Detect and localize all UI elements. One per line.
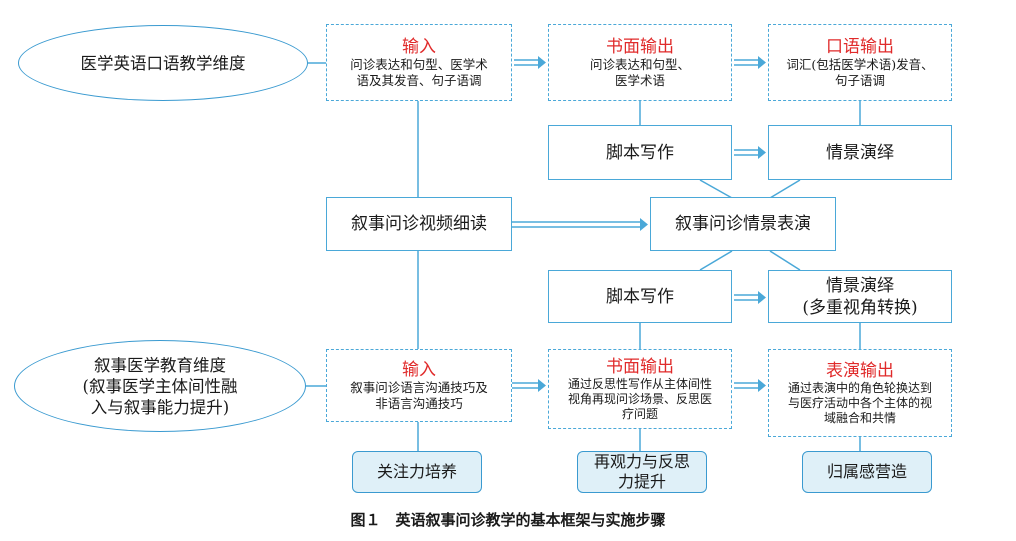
top-input-box: 输入 问诊表达和句型、医学术 语及其发音、句子语调	[326, 24, 512, 101]
upper-script-box: 脚本写作	[548, 125, 732, 180]
lower-script-label: 脚本写作	[606, 286, 674, 307]
outcome-attention-pill: 关注力培养	[352, 451, 482, 493]
video-reading-box: 叙事问诊视频细读	[326, 197, 512, 251]
arrow-reading-to-performance	[512, 218, 648, 231]
top-oral-title: 口语输出	[826, 36, 894, 57]
lower-scene-box: 情景演绎 (多重视角转换)	[768, 270, 952, 323]
bottom-input-box: 输入 叙事问诊语言沟通技巧及 非语言沟通技巧	[326, 349, 512, 422]
line-scene-top-to-performance	[769, 179, 801, 199]
lower-script-box: 脚本写作	[548, 270, 732, 323]
top-oral-text: 词汇(包括医学术语)发音、 句子语调	[786, 56, 934, 88]
dimension-medical-english-label: 医学英语口语教学维度	[80, 53, 246, 73]
arrow-script-to-scene-top	[734, 146, 766, 159]
top-input-text: 问诊表达和句型、医学术 语及其发音、句子语调	[350, 56, 488, 88]
dimension-medical-english-ellipse: 医学英语口语教学维度	[18, 25, 308, 101]
arrow-script-to-scene-bottom	[734, 291, 766, 304]
bottom-performance-text: 通过表演中的角色轮换达到 与医疗活动中各个主体的视 域融合和共情	[787, 380, 932, 425]
outcome-reflection-label: 再观力与反思 力提升	[593, 452, 690, 491]
upper-scene-label: 情景演绎	[826, 142, 894, 163]
bottom-performance-title: 表演输出	[826, 360, 894, 381]
outcome-belonging-pill: 归属感营造	[802, 451, 932, 493]
figure-caption: 图１ 英语叙事问诊教学的基本框架与实施步骤	[350, 511, 666, 529]
dimension-narrative-ellipse: 叙事医学教育维度 (叙事医学主体间性融 入与叙事能力提升)	[14, 340, 306, 432]
outcome-reflection-pill: 再观力与反思 力提升	[577, 451, 707, 493]
outcome-belonging-label: 归属感营造	[826, 462, 907, 481]
top-written-text: 问诊表达和句型、 医学术语	[589, 56, 690, 88]
bottom-written-box: 书面输出 通过反思性写作从主体间性 视角再现问诊场景、反思医 疗问题	[548, 349, 732, 429]
upper-script-label: 脚本写作	[606, 142, 674, 163]
arrow-bottom-written-to-performance	[734, 379, 766, 392]
line-performance-to-scene-bottom	[769, 250, 801, 271]
dimension-narrative-label: 叙事医学教育维度 (叙事医学主体间性融 入与叙事能力提升)	[82, 355, 238, 417]
arrow-input-to-written	[514, 56, 546, 69]
arrow-bottom-input-to-written	[512, 379, 546, 392]
bottom-performance-box: 表演输出 通过表演中的角色轮换达到 与医疗活动中各个主体的视 域融合和共情	[768, 349, 952, 437]
top-oral-box: 口语输出 词汇(包括医学术语)发音、 句子语调	[768, 24, 952, 101]
bottom-written-text: 通过反思性写作从主体间性 视角再现问诊场景、反思医 疗问题	[567, 376, 712, 421]
bottom-input-text: 叙事问诊语言沟通技巧及 非语言沟通技巧	[350, 379, 488, 411]
line-script-top-to-performance	[699, 179, 733, 199]
performance-center-box: 叙事问诊情景表演	[650, 197, 836, 251]
top-input-title: 输入	[402, 36, 436, 57]
line-performance-to-script-bottom	[699, 250, 733, 271]
top-written-title: 书面输出	[606, 36, 674, 57]
arrow-written-to-oral	[734, 56, 766, 69]
upper-scene-box: 情景演绎	[768, 125, 952, 180]
bottom-written-title: 书面输出	[606, 356, 674, 377]
performance-center-label: 叙事问诊情景表演	[675, 214, 811, 234]
lower-scene-label: 情景演绎 (多重视角转换)	[802, 275, 918, 318]
video-reading-label: 叙事问诊视频细读	[351, 214, 487, 234]
top-written-box: 书面输出 问诊表达和句型、 医学术语	[548, 24, 732, 101]
outcome-attention-label: 关注力培养	[376, 462, 457, 481]
bottom-input-title: 输入	[402, 359, 436, 380]
